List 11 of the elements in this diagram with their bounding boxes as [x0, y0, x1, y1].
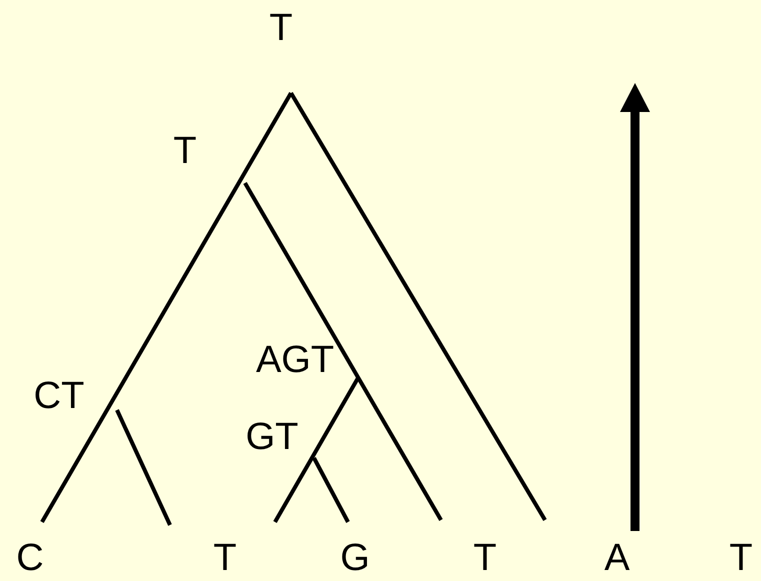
node-label: A [604, 539, 630, 577]
node-label: AGT [256, 341, 334, 379]
node-label: T [269, 9, 293, 47]
node-label: G [340, 539, 370, 577]
node-label: T [473, 539, 497, 577]
node-label: CT [34, 377, 84, 415]
node-label: C [16, 539, 44, 577]
node-label: T [173, 132, 197, 170]
node-label: GT [246, 418, 298, 456]
node-label: T [213, 539, 237, 577]
node-label: T [729, 539, 753, 577]
